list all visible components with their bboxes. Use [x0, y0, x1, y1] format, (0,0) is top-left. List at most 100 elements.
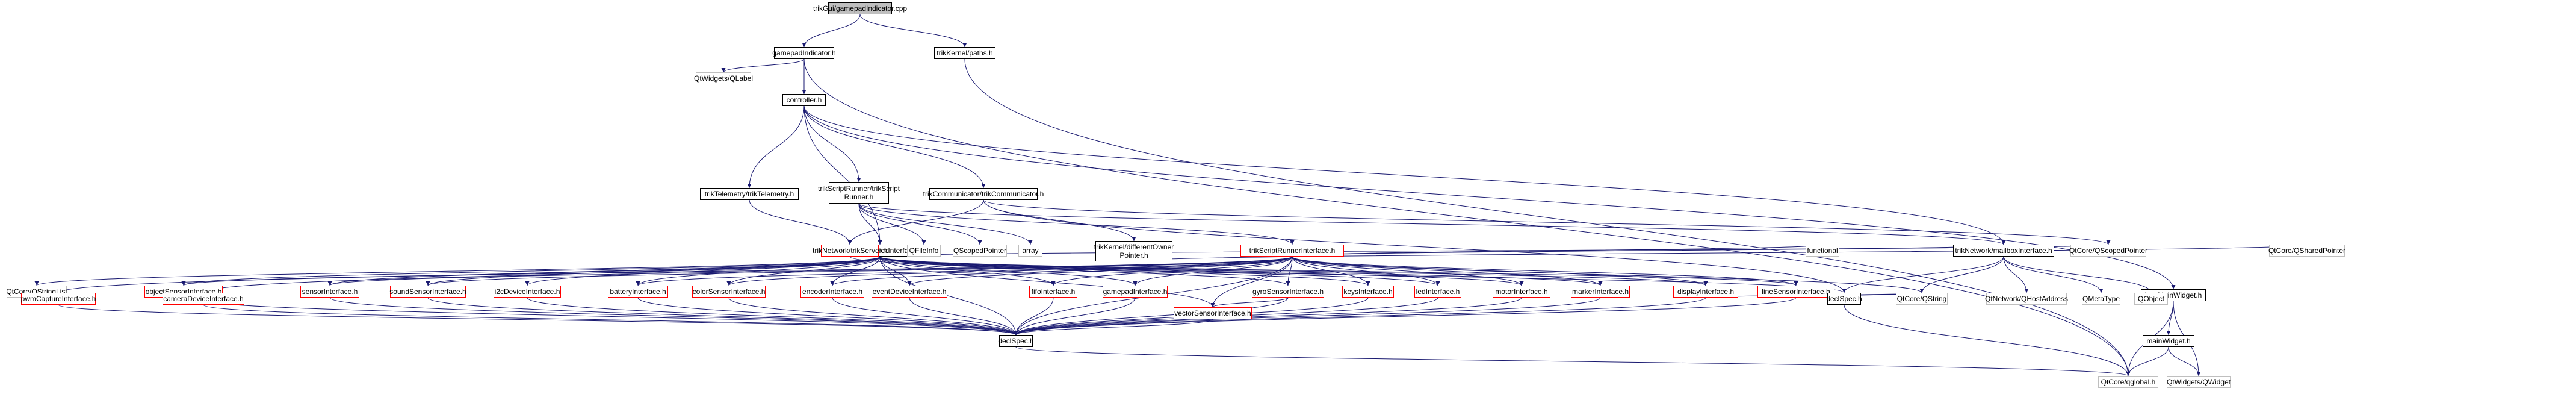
node-linesensor[interactable]: lineSensorInterface.h: [1757, 286, 1834, 298]
node-qlabel[interactable]: QtWidgets/QLabel: [694, 72, 753, 84]
node-qscopedptr[interactable]: QScopedPointer: [953, 245, 1007, 257]
edge-scriptrunnerinterface-to-marker: [1292, 256, 1603, 286]
node-differentowner[interactable]: trikKernel/differentOwner Pointer.h: [1094, 241, 1174, 261]
node-cameradevice[interactable]: cameraDeviceInterface.h: [163, 293, 244, 305]
edge-scriptrunnerinterface-to-battery: [636, 256, 1293, 286]
node-qfileinfo[interactable]: QFileInfo: [907, 245, 941, 257]
node-declspecnet[interactable]: declSpec.h: [1826, 293, 1862, 305]
node-communicator[interactable]: trikCommunicator/trikCommunicator.h: [923, 188, 1044, 200]
edge-root-to-paths: [859, 14, 967, 48]
edge-scriptrunnerinterface-to-vectorsensor: [1210, 256, 1293, 308]
node-gamepadindicator[interactable]: gamepadIndicator.h: [772, 47, 836, 59]
edge-brickinterface-to-objectsensor: [181, 256, 881, 286]
node-pwmcapture[interactable]: pwmCaptureInterface.h: [21, 293, 96, 305]
node-qglobal[interactable]: QtCore/qglobal.h: [2098, 376, 2158, 388]
edge-controller-to-communicator: [803, 105, 986, 189]
edge-scriptrunner-to-brickinterface: [858, 203, 882, 245]
edge-communicator-to-qtscopedptr: [983, 199, 2111, 245]
edge-brickinterface-to-motor: [879, 256, 1524, 286]
edge-controller-to-scriptrunner: [803, 105, 861, 183]
node-array[interactable]: array: [1018, 245, 1042, 257]
node-colorsensor[interactable]: colorSensorInterface.h: [692, 286, 766, 298]
node-marker[interactable]: markerInterface.h: [1571, 286, 1630, 298]
node-keys[interactable]: keysInterface.h: [1342, 286, 1394, 298]
node-qstring[interactable]: QtCore/QString: [1896, 293, 1948, 305]
edge-mainwidget-to-qwidget: [2168, 346, 2201, 377]
node-qmetatype[interactable]: QMetaType: [2082, 293, 2120, 305]
node-mainwidget[interactable]: mainWidget.h: [2143, 335, 2194, 347]
edge-objectsensor-to-declspec: [183, 297, 1018, 336]
edge-scriptrunnerinterface-to-display: [1292, 256, 1708, 286]
node-fifo[interactable]: fifoInterface.h: [1029, 286, 1077, 298]
node-declspec[interactable]: declSpec.h: [998, 335, 1034, 347]
edge-gamepadiface-to-declspec: [1014, 297, 1136, 336]
node-controller[interactable]: controller.h: [782, 94, 826, 106]
node-scriptrunner[interactable]: trikScriptRunner/trikScript Runner.h: [818, 182, 900, 204]
edge-i2cdevice-to-declspec: [527, 297, 1018, 336]
node-qwidget[interactable]: QtWidgets/QWidget: [2167, 376, 2231, 388]
node-sensoriface[interactable]: sensorInterface.h: [300, 286, 359, 298]
node-telemetry[interactable]: trikTelemetry/trikTelemetry.h: [700, 188, 799, 200]
node-vectorsensor[interactable]: vectorSensorInterface.h: [1174, 307, 1252, 319]
edge-differentowner-to-qsharedptr: [1133, 244, 2309, 262]
node-paths[interactable]: trikKernel/paths.h: [934, 47, 995, 59]
edge-scriptrunnerinterface-to-motor: [1292, 256, 1524, 286]
edge-declspec-to-qglobal: [1015, 346, 2130, 377]
edge-brickinterface-to-led: [879, 256, 1440, 286]
node-eventdevice[interactable]: eventDeviceInterface.h: [872, 286, 947, 298]
edge-mailbox-to-qstring: [1919, 256, 2004, 293]
edge-brickinterface-to-keys: [879, 256, 1370, 286]
node-qobject[interactable]: QObject: [2134, 293, 2168, 305]
edge-battery-to-declspec: [637, 297, 1018, 336]
edge-fifo-to-declspec: [1014, 297, 1054, 336]
edge-mailbox-to-qhostaddress: [2003, 256, 2029, 293]
edge-scriptrunner-to-scriptrunnerinterface: [858, 203, 1295, 245]
edge-mainwidget-to-qglobal: [2126, 346, 2169, 377]
edge-scriptrunner-to-mailbox: [858, 203, 2006, 245]
edge-scriptrunnerinterface-to-encoder: [830, 256, 1293, 286]
edge-brickinterface-to-marker: [879, 256, 1603, 286]
node-motor[interactable]: motorInterface.h: [1493, 286, 1550, 298]
edge-telemetry-to-trikserver: [749, 199, 852, 245]
node-root[interactable]: trikGui/gamepadIndicator.cpp: [813, 2, 907, 14]
node-led[interactable]: ledInterface.h: [1414, 286, 1461, 298]
edge-scriptrunnerinterface-to-linesensor: [1292, 256, 1798, 286]
edge-brickinterface-to-vectorsensor: [879, 256, 1215, 308]
edge-gamepadindicator-to-qglobal: [803, 58, 2131, 377]
node-qsharedptr[interactable]: QtCore/QSharedPointer: [2268, 245, 2345, 257]
node-encoder[interactable]: encoderInterface.h: [800, 286, 864, 298]
node-qtscopedptr[interactable]: QtCore/QScopedPointer: [2069, 245, 2147, 257]
edge-brickinterface-to-qstringlist: [34, 256, 881, 286]
node-soundsensor[interactable]: soundSensorInterface.h: [389, 286, 466, 298]
edge-gyrosensor-to-vectorsensor: [1210, 297, 1289, 308]
edge-sensoriface-to-declspec: [329, 297, 1018, 336]
edge-scriptrunnerinterface-to-eventdevice: [907, 256, 1293, 286]
edge-colorsensor-to-declspec: [728, 297, 1018, 336]
edge-gyrosensor-to-declspec: [1014, 297, 1289, 336]
node-gamepadiface[interactable]: gamepadInterface.h: [1103, 286, 1168, 298]
node-mailbox[interactable]: trikNetwork/mailboxInterface.h: [1953, 245, 2054, 257]
edge-communicator-to-trikserver: [847, 199, 984, 245]
edge-root-to-gamepadindicator: [802, 14, 861, 48]
edge-scriptrunnerinterface-to-led: [1292, 256, 1440, 286]
node-battery[interactable]: batteryInterface.h: [608, 286, 668, 298]
edge-scriptrunnerinterface-to-soundsensor: [426, 256, 1293, 286]
node-gyrosensor[interactable]: gyroSensorInterface.h: [1252, 286, 1324, 298]
edge-encoder-to-declspec: [832, 297, 1018, 336]
node-qhostaddress[interactable]: QtNetwork/QHostAddress: [1985, 293, 2068, 305]
node-i2cdevice[interactable]: i2cDeviceInterface.h: [494, 286, 561, 298]
node-functional[interactable]: functional: [1806, 245, 1839, 257]
edge-brickinterface-to-gyrosensor: [879, 256, 1290, 286]
edge-declspecnet-to-qglobal: [1844, 304, 2131, 377]
edge-pwmcapture-to-declspec: [58, 304, 1018, 336]
node-scriptrunnerinterface[interactable]: trikScriptRunnerInterface.h: [1240, 245, 1344, 257]
edge-scriptrunnerinterface-to-mailbox: [1292, 244, 2005, 257]
edge-scriptrunnerinterface-to-colorsensor: [726, 256, 1293, 286]
edge-controller-to-telemetry: [747, 105, 805, 189]
edge-cameradevice-to-declspec: [203, 304, 1018, 336]
edge-gamepadindicator-to-qlabel: [721, 58, 805, 73]
node-display[interactable]: displayInterface.h: [1673, 286, 1738, 298]
node-trikserver[interactable]: trikNetwork/trikServer.h: [813, 245, 887, 257]
edge-brickinterface-to-cameradevice: [201, 256, 881, 293]
